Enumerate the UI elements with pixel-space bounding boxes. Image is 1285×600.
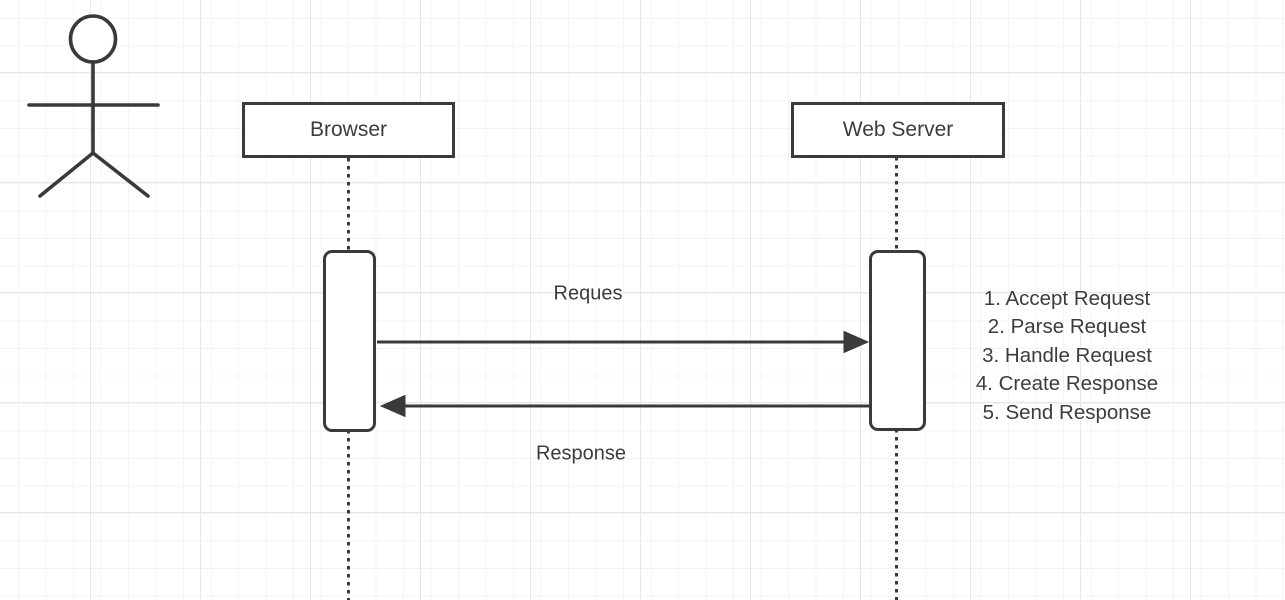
- actor-leg-right: [91, 151, 150, 198]
- actor-leg-left: [38, 151, 95, 198]
- message-arrow-request[interactable]: [377, 330, 870, 354]
- actor-figure[interactable]: [0, 0, 220, 220]
- message-arrow-response[interactable]: [379, 394, 869, 418]
- participant-box-web-server[interactable]: Web Server: [791, 102, 1005, 158]
- activation-bar-browser[interactable]: [323, 250, 376, 432]
- server-step-4: 4. Create Response: [975, 372, 1159, 396]
- server-step-2: 2. Parse Request: [987, 315, 1147, 339]
- participant-box-browser[interactable]: Browser: [242, 102, 455, 158]
- server-step-1: 1. Accept Request: [983, 287, 1151, 310]
- server-step-3: 3. Handle Request: [982, 343, 1152, 367]
- arrowhead-left-icon: [379, 394, 406, 418]
- activation-bar-web-server[interactable]: [869, 250, 926, 431]
- arrowhead-right-icon: [843, 330, 870, 354]
- server-steps-note[interactable]: 1. Accept Request 2. Parse Request 3. Ha…: [942, 285, 1192, 427]
- server-step-5: 5. Send Response: [982, 400, 1152, 424]
- message-label-request: Reques: [553, 282, 623, 305]
- actor-head: [68, 14, 118, 64]
- participant-label-web-server: Web Server: [842, 118, 954, 141]
- message-label-response: Response: [535, 442, 627, 465]
- participant-label-browser: Browser: [309, 118, 388, 141]
